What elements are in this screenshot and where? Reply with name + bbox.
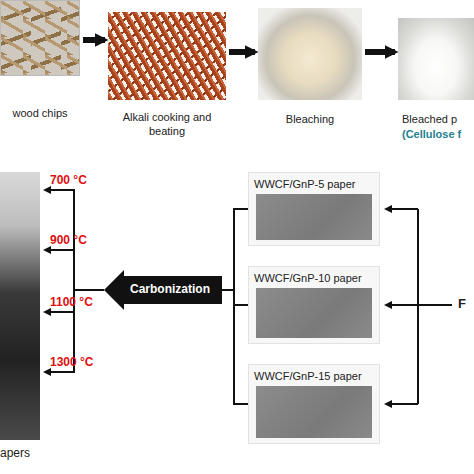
cut-label: F bbox=[458, 297, 466, 311]
process-arrow bbox=[365, 49, 395, 55]
temperature-label: 1100 °C bbox=[50, 295, 93, 309]
paper-sheet bbox=[256, 194, 372, 240]
caption-text: Bleaching bbox=[258, 112, 362, 126]
photo-node: Alkali cooking and beating bbox=[108, 12, 226, 138]
caption-text: Bleached p bbox=[402, 112, 474, 126]
bracket-connector bbox=[45, 290, 104, 312]
caption-text: WWCF/GnP-10 paper bbox=[254, 271, 378, 285]
photo-node: WWCF/GnP-10 paper bbox=[248, 266, 380, 344]
caption-text: Carbonization bbox=[122, 282, 218, 296]
bracket-connector bbox=[45, 250, 104, 290]
photo bbox=[0, 0, 80, 76]
caption-text: apers bbox=[0, 446, 44, 460]
caption-text: WWCF/GnP-15 paper bbox=[254, 369, 378, 383]
photo-node: WWCF/GnP-5 paper bbox=[248, 172, 380, 246]
bracket-connector bbox=[222, 290, 248, 305]
photo-node: apers bbox=[0, 172, 44, 464]
bracket-connector bbox=[222, 290, 248, 404]
temperature-label: 700 °C bbox=[50, 173, 87, 187]
process-arrow bbox=[83, 37, 105, 43]
photo bbox=[258, 8, 362, 100]
photo-node: Bleaching bbox=[258, 8, 362, 128]
bracket-connector bbox=[45, 290, 104, 372]
photo bbox=[108, 12, 226, 100]
temperature-label: 900 °C bbox=[50, 233, 87, 247]
bracket-connector bbox=[222, 209, 248, 290]
photo-node: WWCF/GnP-15 paper bbox=[248, 364, 380, 444]
paper-sheet bbox=[256, 288, 372, 338]
bracket-connector bbox=[45, 190, 104, 290]
photo-node: Bleached p(Cellulose f bbox=[398, 18, 474, 142]
process-arrow: Carbonization bbox=[104, 270, 222, 310]
photo bbox=[398, 18, 474, 100]
caption-text: (Cellulose f bbox=[402, 127, 474, 141]
photo-node: wood chips bbox=[0, 0, 80, 130]
photo bbox=[0, 172, 40, 440]
temperature-label: 1300 °C bbox=[50, 355, 94, 369]
fabrication-bracket bbox=[386, 209, 452, 404]
caption-text: Alkali cooking and beating bbox=[119, 110, 215, 138]
caption-text: wood chips bbox=[0, 106, 80, 120]
caption-text: WWCF/GnP-5 paper bbox=[254, 177, 378, 191]
process-arrow bbox=[229, 49, 255, 55]
paper-sheet bbox=[256, 386, 372, 438]
